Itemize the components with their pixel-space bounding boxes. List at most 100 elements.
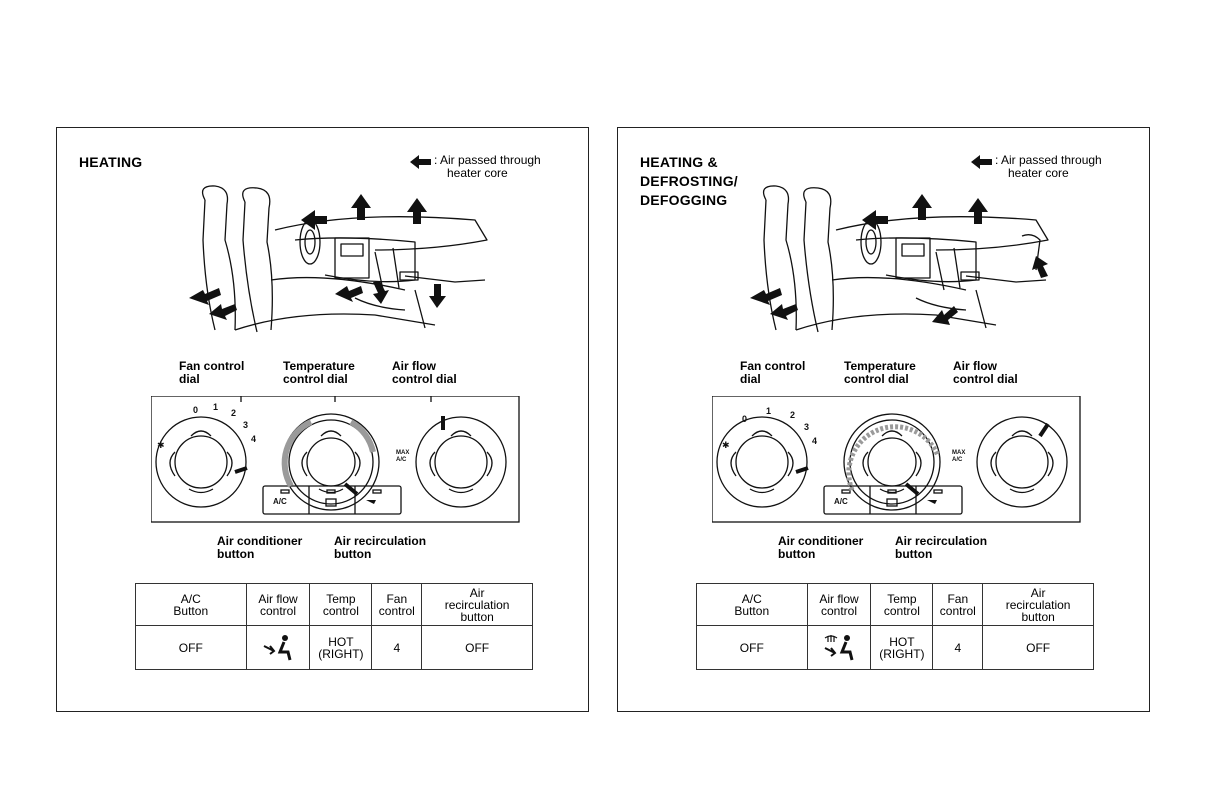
fan-tick-2: 2 (790, 410, 795, 420)
panel-title-line: DEFROSTING/ (640, 173, 738, 189)
label-line: button (217, 547, 255, 561)
value-recirc: OFF (982, 625, 1094, 670)
label-line: dial (179, 372, 200, 386)
value-airflow (245, 625, 311, 670)
label-line: control dial (283, 372, 348, 386)
header-line: Temp (887, 591, 917, 606)
value-ac: OFF (135, 625, 247, 670)
value-temp: HOT(RIGHT) (870, 625, 934, 670)
fan-tick-4: 4 (812, 436, 817, 446)
fan-dial-label: Fan control dial (179, 360, 244, 386)
label-line: Air conditioner (778, 534, 864, 548)
value-ac: OFF (696, 625, 808, 670)
flow-dial-label: Air flow control dial (392, 360, 457, 386)
car-interior-illustration (189, 185, 488, 333)
legend-text-line2: heater core (447, 166, 508, 180)
header-line: recirculation (1005, 597, 1071, 612)
value-line: HOT (889, 634, 915, 649)
ac-button-callout: Air conditioner button (778, 535, 863, 561)
table-row: OFF HOT(RIGHT) 4 OFF (696, 625, 1094, 670)
value-line: (RIGHT) (318, 646, 364, 661)
label-line: Air recirculation (895, 534, 988, 548)
fan-symbol-icon: ✱ (157, 440, 165, 450)
value-line: HOT (328, 634, 354, 649)
header-line: Air flow (819, 591, 859, 606)
label-line: button (895, 547, 933, 561)
legend-text-line1: : Air passed through (995, 153, 1102, 167)
climate-control-panel: 0 1 2 3 4 A/C MAX A/C ✱ (151, 396, 520, 523)
fan-dial-label: Fan control dial (740, 360, 805, 386)
label-line: control dial (392, 372, 457, 386)
label-line: Air flow (953, 359, 997, 373)
label-line: Air recirculation (334, 534, 427, 548)
header-line: control (259, 603, 296, 618)
recirc-button-callout: Air recirculation button (895, 535, 987, 561)
heating-defrosting-panel: HEATING & DEFROSTING/ DEFOGGING : Air pa… (617, 127, 1150, 712)
value-recirc: OFF (421, 625, 533, 670)
header-line: control (322, 603, 359, 618)
label-line: Fan control (179, 359, 245, 373)
header-line: A/C (180, 591, 201, 606)
max-ac-label-line2: A/C (396, 457, 407, 463)
fan-tick-3: 3 (804, 422, 809, 432)
header-line: Fan (386, 591, 408, 606)
fan-tick-3: 3 (243, 420, 248, 430)
temp-dial-label: Temperature control dial (283, 360, 355, 386)
header-line: Fan (947, 591, 969, 606)
panel-title-line: DEFOGGING (640, 192, 728, 208)
label-line: Fan control (740, 359, 806, 373)
header-line: control (939, 603, 976, 618)
header-line: control (378, 603, 415, 618)
header-line: Temp (326, 591, 356, 606)
legend: : Air passed through heater core (410, 154, 574, 180)
max-ac-label-line1: MAX (396, 450, 409, 456)
value-fan: 4 (932, 625, 984, 670)
recirculation-icon (366, 500, 376, 504)
header-line: button (1021, 609, 1055, 624)
fan-tick-2: 2 (231, 408, 236, 418)
label-line: control dial (953, 372, 1018, 386)
value-temp: HOT(RIGHT) (309, 625, 373, 670)
panel-title: HEATING & DEFROSTING/ DEFOGGING (640, 153, 738, 210)
climate-control-panel: 0 1 2 3 4 A/C MAX A/C ✱ (712, 396, 1081, 523)
fan-tick-1: 1 (766, 406, 771, 416)
value-line: (RIGHT) (879, 646, 925, 661)
max-ac-label-line1: MAX (952, 450, 965, 456)
fan-tick-4: 4 (251, 434, 256, 444)
header-line: button (460, 609, 494, 624)
car-interior-illustration (750, 185, 1049, 333)
panel-title-line: HEATING (79, 154, 143, 170)
air-arrow-icon (971, 155, 992, 169)
ac-button-callout: Air conditioner button (217, 535, 302, 561)
fan-symbol-icon: ✱ (722, 440, 730, 450)
header-line: recirculation (444, 597, 510, 612)
fan-tick-1: 1 (213, 402, 218, 412)
header-line: control (883, 603, 920, 618)
header-line: Air (469, 585, 485, 600)
recirculation-icon (927, 500, 937, 504)
legend-text-line1: : Air passed through (434, 153, 541, 167)
label-line: Temperature (844, 359, 916, 373)
max-ac-label-line2: A/C (952, 457, 963, 463)
temp-dial-label: Temperature control dial (844, 360, 916, 386)
legend: : Air passed through heater core (971, 154, 1135, 180)
label-line: Temperature (283, 359, 355, 373)
heating-panel: HEATING : Air passed through heater core (56, 127, 589, 712)
header-line: Button (173, 603, 209, 618)
label-line: dial (740, 372, 761, 386)
table-row: OFF HOT(RIGHT) 4 OFF (135, 625, 533, 670)
value-fan: 4 (371, 625, 423, 670)
fan-tick-0: 0 (742, 414, 747, 424)
floor-vent-icon (263, 634, 292, 660)
